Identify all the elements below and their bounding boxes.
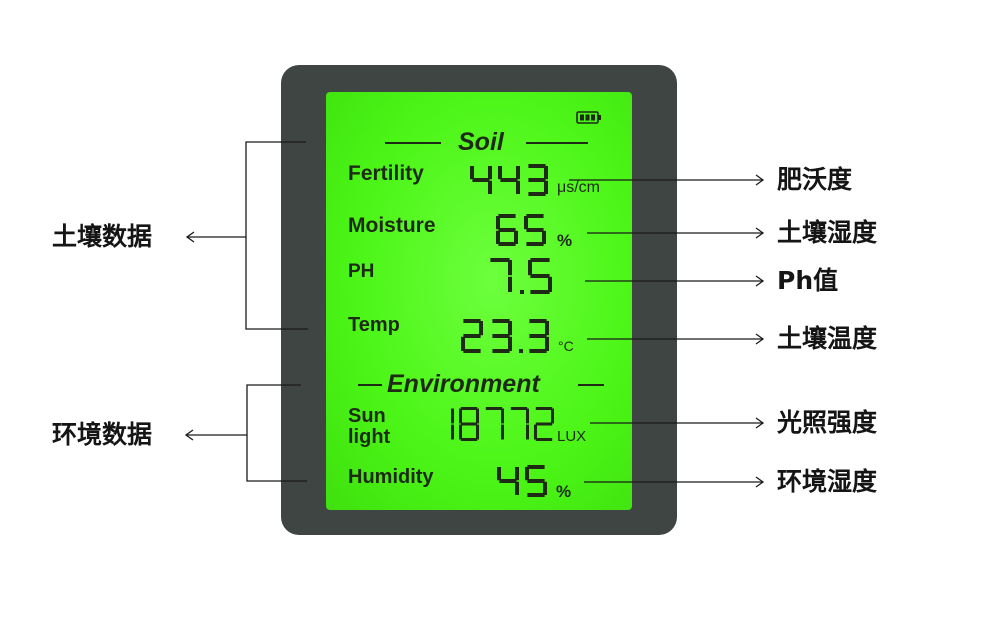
digit-2: [534, 407, 554, 441]
digit-7: [510, 407, 529, 440]
digit-5: [525, 465, 547, 497]
unit-sunlight: LUX: [557, 428, 587, 445]
readout-ph: [490, 258, 552, 294]
bracket-soil: [245, 141, 308, 330]
digit-3: [529, 319, 549, 353]
annotation-soil-moisture: 土壤湿度: [777, 218, 878, 247]
section-title-environment: Environment: [387, 370, 540, 398]
bracket-env: [246, 384, 307, 482]
annotation-env-data: 环境数据: [52, 420, 153, 449]
digit-4: [470, 166, 492, 194]
env-divider-right: [578, 384, 604, 386]
label-fertility: Fertility: [348, 162, 424, 185]
readout-sunlight: [451, 407, 554, 441]
digit-5: [528, 258, 552, 294]
label-temp: Temp: [348, 314, 400, 336]
digit-6: [496, 214, 518, 246]
label-humidity: Humidity: [348, 466, 434, 488]
digit-1: [451, 408, 454, 440]
readout-humidity: [497, 465, 547, 497]
decimal-point: [520, 290, 524, 294]
battery-icon: [576, 111, 601, 124]
digit-4: [497, 467, 519, 495]
label-ph: PH: [348, 261, 375, 282]
annotation-env-humidity: 环境湿度: [777, 467, 878, 496]
unit-humidity: %: [556, 482, 572, 501]
soil-divider-right: [526, 142, 588, 144]
digit-7: [490, 258, 512, 292]
digit-8: [459, 407, 479, 441]
section-title-soil: Soil: [458, 128, 504, 156]
lcd-screen: [326, 92, 632, 510]
digit-7: [485, 407, 504, 440]
digit-4: [498, 166, 520, 194]
digit-5: [524, 214, 546, 246]
annotation-soil-data: 土壤数据: [52, 222, 153, 251]
env-divider-left: [358, 384, 382, 386]
unit-fertility: μs/cm: [557, 179, 600, 196]
readout-moisture: [496, 214, 546, 246]
readout-temp: [461, 319, 549, 353]
label-light: light: [348, 426, 391, 448]
annotation-ph: Ph值: [777, 266, 839, 295]
annotation-soil-temp: 土壤温度: [777, 324, 878, 353]
label-moisture: Moisture: [348, 214, 436, 237]
digit-3: [492, 319, 512, 353]
annotation-fertility: 肥沃度: [777, 165, 853, 194]
label-sun: Sun: [348, 405, 386, 427]
digit-2: [461, 319, 483, 353]
decimal-point: [519, 349, 523, 353]
soil-divider-left: [385, 142, 441, 144]
annotation-light-intensity: 光照强度: [777, 408, 878, 437]
unit-temp: °C: [558, 338, 574, 354]
unit-moisture: %: [557, 231, 573, 250]
readout-fertility: [470, 164, 548, 196]
digit-3: [528, 164, 548, 196]
